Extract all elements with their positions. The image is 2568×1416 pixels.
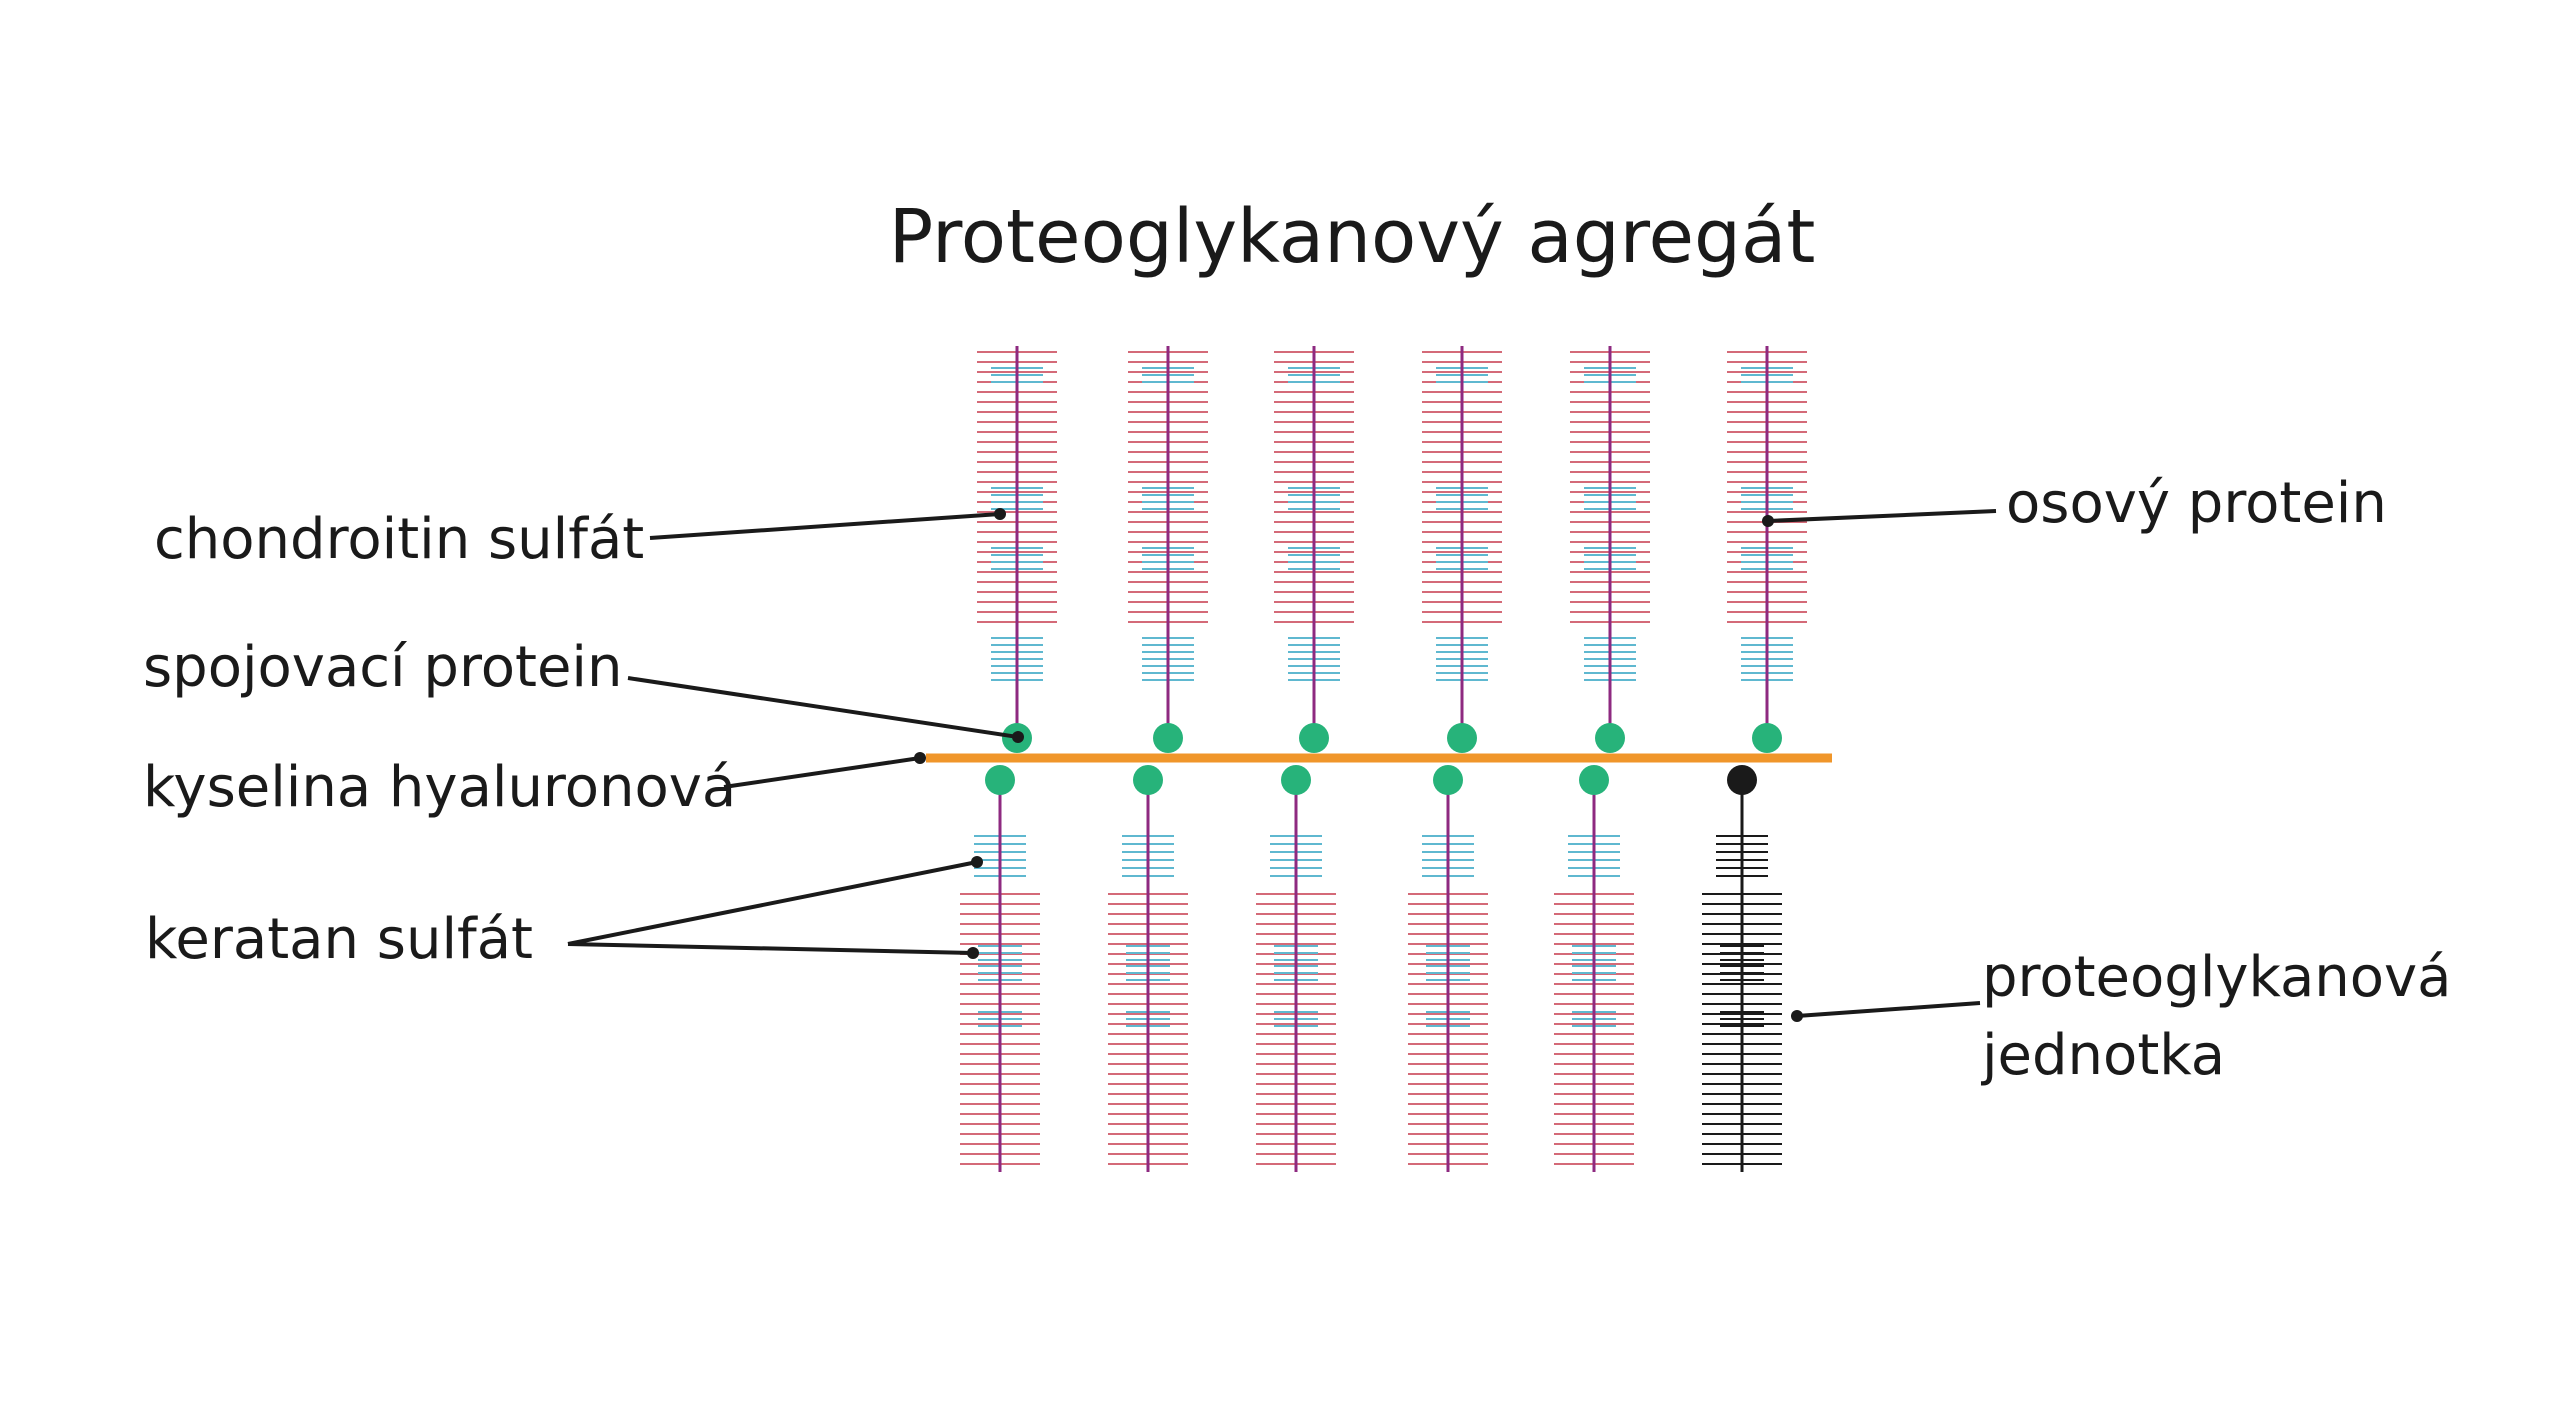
leader-dot-unit [1791, 1010, 1803, 1022]
label-keratan-sulfat: keratan sulfát [145, 907, 533, 972]
upper-unit-3 [1274, 346, 1354, 736]
link-protein-node-upper-6 [1752, 723, 1782, 753]
link-protein-node-upper-4 [1447, 723, 1477, 753]
lower-unit-6 [1702, 782, 1782, 1172]
lower-unit-3 [1256, 782, 1336, 1172]
link-protein-node-upper-5 [1595, 723, 1625, 753]
label-proteoglycan-unit-line2: jednotka [1980, 1023, 2225, 1088]
link-protein-node-upper-2 [1153, 723, 1183, 753]
leader-keratan-1 [567, 860, 978, 946]
link-protein-node-lower-2 [1133, 765, 1163, 795]
diagram-title: Proteoglykanový agregát [889, 194, 1816, 280]
lower-unit-2 [1108, 782, 1188, 1172]
link-protein-node-lower-1 [985, 765, 1015, 795]
leader-osovy [1767, 509, 1997, 523]
label-chondroitin-sulfate: chondroitin sulfát [154, 507, 644, 572]
leader-lines [567, 508, 1997, 1022]
leader-dot-keratan-1 [971, 856, 983, 868]
leader-spojovaci [627, 676, 1019, 739]
upper-unit-5 [1570, 346, 1650, 736]
link-protein-node-lower-6 [1727, 765, 1757, 795]
leader-kyselina [723, 756, 921, 789]
label-spojovaci-protein: spojovací protein [143, 635, 622, 700]
leader-dot-kyselina [914, 752, 926, 764]
lower-unit-1 [960, 782, 1040, 1172]
link-protein-node-upper-3 [1299, 723, 1329, 753]
upper-unit-2 [1128, 346, 1208, 736]
leader-chondroitin [649, 512, 1001, 540]
upper-unit-4 [1422, 346, 1502, 736]
leader-unit [1796, 1001, 1981, 1018]
leader-keratan-2 [567, 942, 974, 955]
label-kyselina-hyaluronova: kyselina hyaluronová [143, 755, 736, 820]
upper-unit-6 [1727, 346, 1807, 736]
upper-unit-1 [977, 346, 1057, 736]
link-protein-node-lower-5 [1579, 765, 1609, 795]
leader-dot-spojovaci [1012, 731, 1024, 743]
proteoglycan-units [960, 346, 1807, 1172]
label-proteoglycan-unit-line1: proteoglykanová [1982, 945, 2452, 1010]
lower-unit-4 [1408, 782, 1488, 1172]
label-osovy-protein: osový protein [2006, 471, 2387, 536]
lower-unit-5 [1554, 782, 1634, 1172]
leader-dot-chondroitin [994, 508, 1006, 520]
link-protein-node-lower-4 [1433, 765, 1463, 795]
leader-dot-osovy [1762, 515, 1774, 527]
link-protein-node-lower-3 [1281, 765, 1311, 795]
leader-dot-keratan-2 [967, 947, 979, 959]
